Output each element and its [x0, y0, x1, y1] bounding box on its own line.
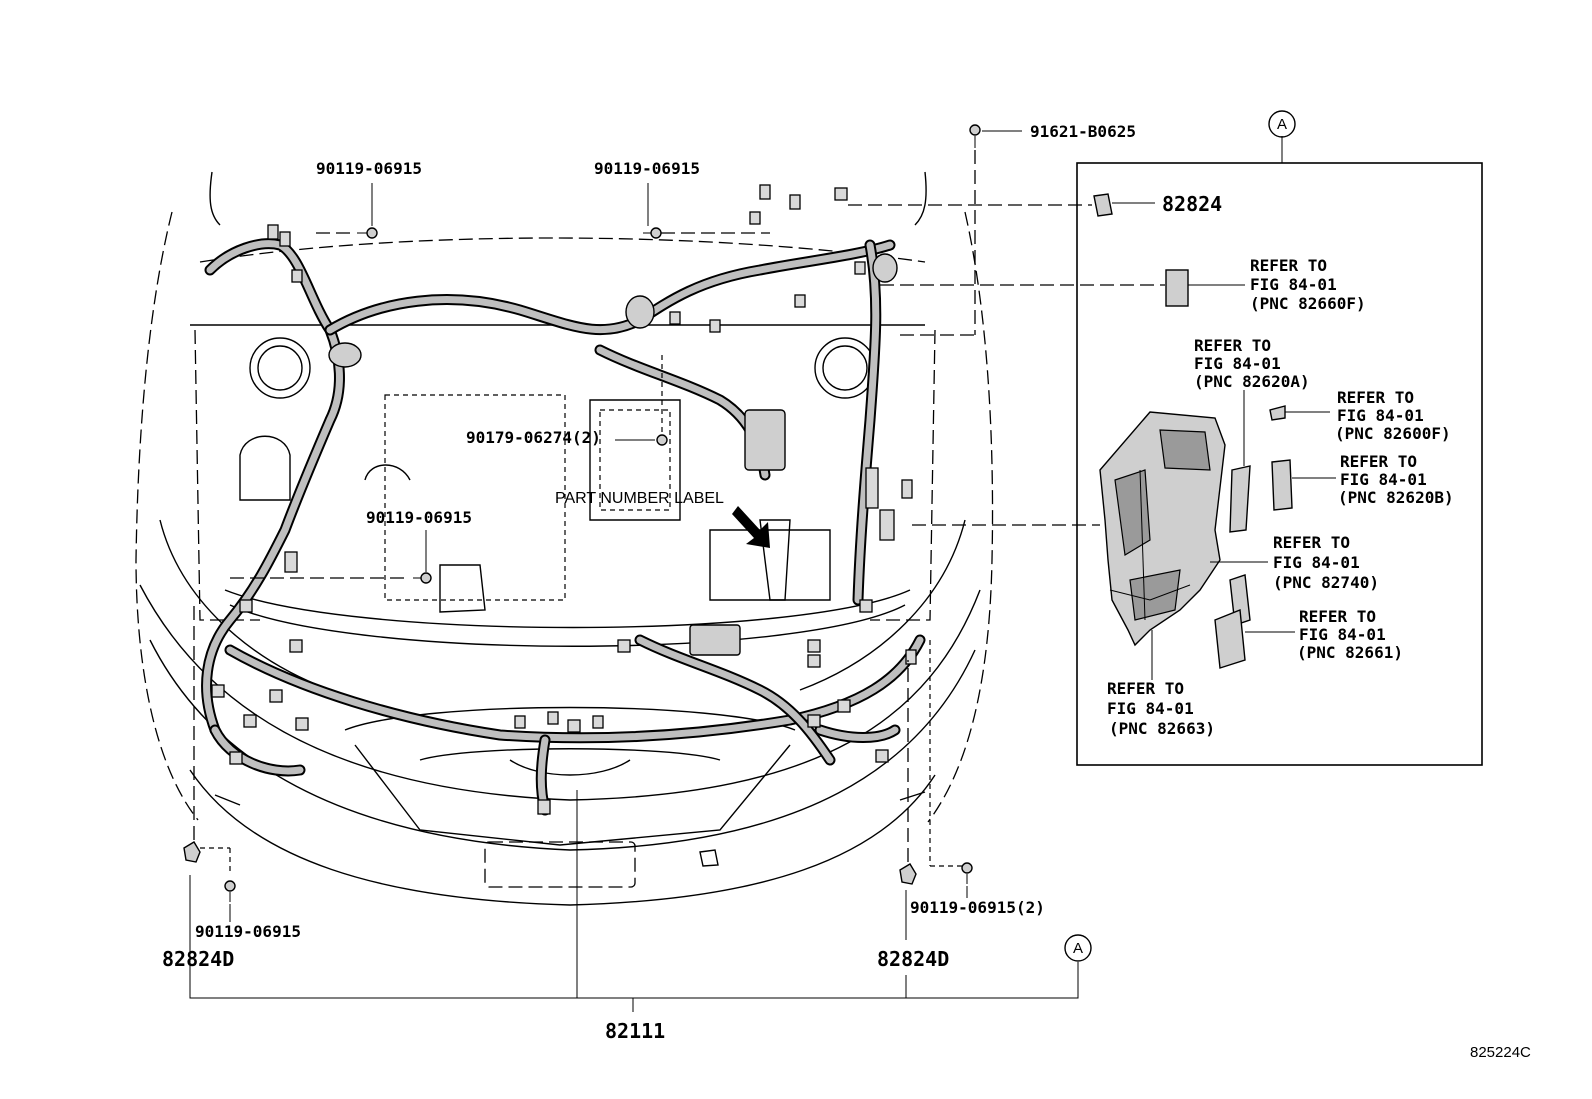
svg-text:FIG 84-01: FIG 84-01	[1299, 625, 1386, 644]
svg-text:REFER TO: REFER TO	[1250, 256, 1327, 275]
bolt-icon	[643, 227, 770, 239]
harness-main-label: 82111	[605, 1019, 665, 1043]
ref-82663: REFER TO FIG 84-01 (PNC 82663)	[1107, 679, 1215, 738]
circle-marker-top: A	[1268, 110, 1296, 138]
inset-references: REFER TO FIG 84-01 (PNC 82660F) REFER TO…	[1107, 256, 1454, 738]
fuse-icon	[1269, 405, 1286, 421]
engine-room-harness	[201, 238, 926, 816]
ref-82660F: REFER TO FIG 84-01 (PNC 82660F)	[1250, 256, 1366, 313]
bolt-bottom-right-label: 90119-06915(2)	[910, 898, 1045, 917]
bracket-icon	[183, 600, 231, 872]
svg-text:REFER TO: REFER TO	[1340, 452, 1417, 471]
svg-text:(PNC 82620B): (PNC 82620B)	[1338, 488, 1454, 507]
ref-82600F: REFER TO FIG 84-01 (PNC 82600F)	[1335, 388, 1451, 443]
bolt-top-left-label: 90119-06915	[316, 159, 422, 178]
bolt-icon	[929, 640, 973, 884]
bolt-icon	[224, 880, 236, 902]
fuse-icon	[1271, 459, 1293, 511]
vehicle-body-outline	[135, 171, 994, 906]
svg-text:FIG 84-01: FIG 84-01	[1273, 553, 1360, 572]
bolt-top-right-label: 91621-B0625	[1030, 122, 1136, 141]
connector-icon	[1165, 269, 1189, 307]
bolt-icon	[316, 227, 378, 239]
svg-text:(PNC 82600F): (PNC 82600F)	[1335, 424, 1451, 443]
bolt-icon	[900, 124, 981, 336]
bolt-bottom-left-label: 90119-06915	[195, 922, 301, 941]
svg-text:(PNC 82661): (PNC 82661)	[1297, 643, 1403, 662]
bolt-mid-left-label: 90119-06915	[366, 508, 472, 527]
svg-text:REFER TO: REFER TO	[1194, 336, 1271, 355]
bolt-icon	[230, 572, 432, 584]
svg-text:REFER TO: REFER TO	[1107, 679, 1184, 698]
svg-text:REFER TO: REFER TO	[1299, 607, 1376, 626]
relay-block-label: 82824	[1162, 192, 1222, 216]
svg-text:(PNC 82660F): (PNC 82660F)	[1250, 294, 1366, 313]
svg-text:(PNC 82620A): (PNC 82620A)	[1194, 372, 1310, 391]
svg-text:(PNC 82740): (PNC 82740)	[1273, 573, 1379, 592]
bolt-top-center-label: 90119-06915	[594, 159, 700, 178]
part-number-label: PART NUMBER LABEL	[555, 490, 724, 507]
svg-text:REFER TO: REFER TO	[1273, 533, 1350, 552]
leader-lines	[189, 130, 1283, 1012]
bracket-right-label: 82824D	[877, 947, 949, 971]
svg-text:FIG 84-01: FIG 84-01	[1340, 470, 1427, 489]
circle-marker-bottom: A	[1064, 934, 1092, 962]
fuse-icon	[1229, 465, 1251, 533]
ref-82740: REFER TO FIG 84-01 (PNC 82740)	[1273, 533, 1379, 592]
clip-icon	[656, 355, 668, 446]
svg-text:A: A	[1073, 940, 1083, 957]
svg-text:A: A	[1277, 116, 1287, 133]
ref-82620B: REFER TO FIG 84-01 (PNC 82620B)	[1338, 452, 1454, 507]
harness-connectors	[211, 184, 917, 815]
svg-text:REFER TO: REFER TO	[1337, 388, 1414, 407]
svg-text:FIG 84-01: FIG 84-01	[1250, 275, 1337, 294]
relay-icon	[1093, 193, 1113, 217]
svg-text:(PNC 82663): (PNC 82663)	[1109, 719, 1215, 738]
callout-labels: 90119-06915 90119-06915 91621-B0625 9017…	[162, 122, 1531, 1061]
ref-82661: REFER TO FIG 84-01 (PNC 82661)	[1297, 607, 1403, 662]
bracket-left-label: 82824D	[162, 947, 234, 971]
inset-panel	[1076, 162, 1483, 766]
svg-text:FIG 84-01: FIG 84-01	[1337, 406, 1424, 425]
figure-id: 825224C	[1470, 1044, 1531, 1061]
svg-text:FIG 84-01: FIG 84-01	[1107, 699, 1194, 718]
fasteners	[183, 124, 981, 902]
ref-82620A: REFER TO FIG 84-01 (PNC 82620A)	[1194, 336, 1310, 391]
bracket-icon	[899, 660, 917, 885]
clip-center-label: 90179-06274(2)	[466, 428, 601, 447]
svg-text:FIG 84-01: FIG 84-01	[1194, 354, 1281, 373]
